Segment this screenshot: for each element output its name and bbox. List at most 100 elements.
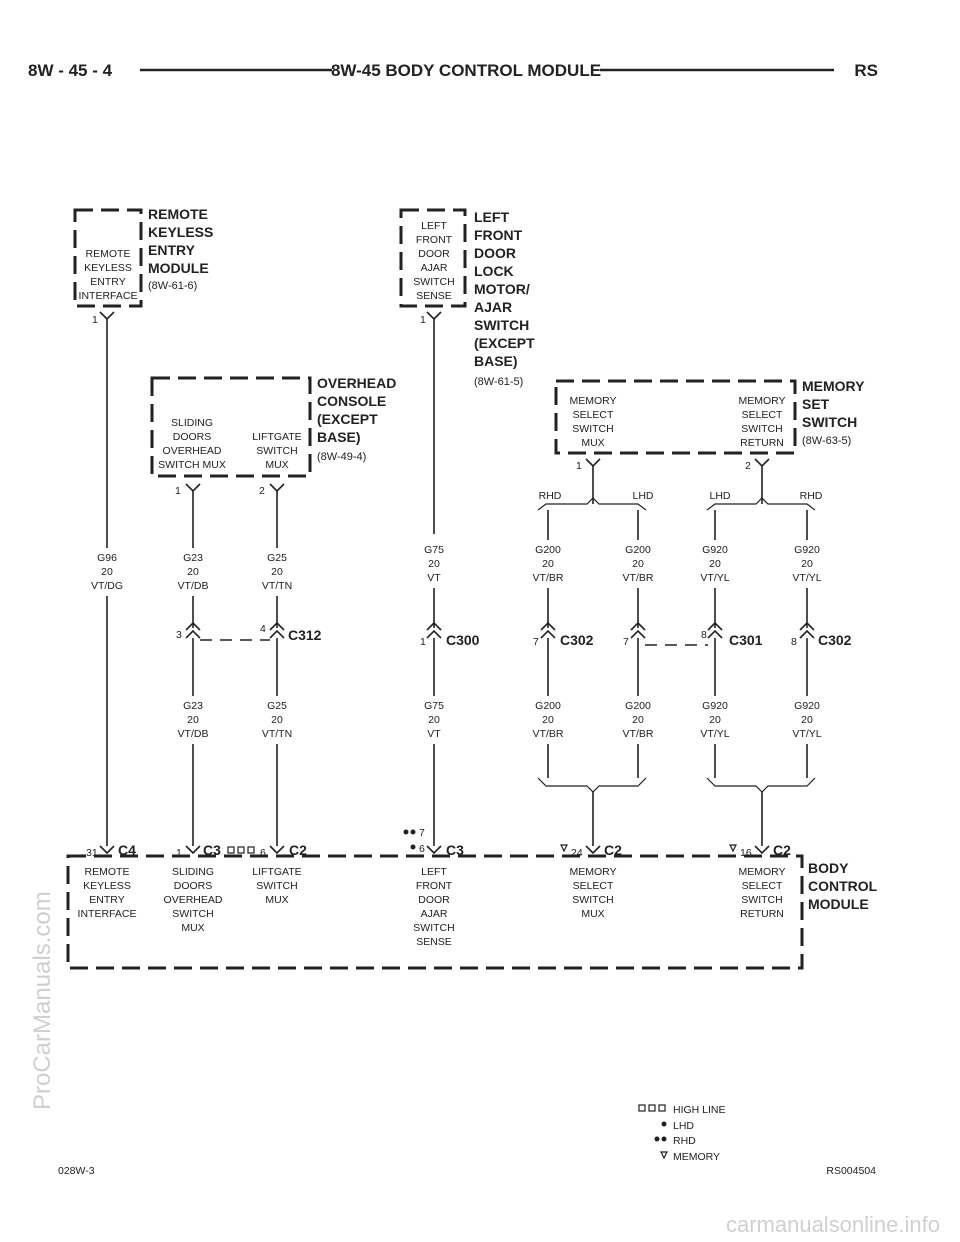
lhd-icon [410, 844, 416, 850]
svg-text:LEFT: LEFT [474, 209, 509, 225]
svg-text:REMOTE: REMOTE [86, 248, 131, 260]
branch-rhd-1: RHD [539, 490, 562, 502]
svg-text:20: 20 [428, 558, 440, 570]
footer-code-right: RS004504 [826, 1165, 876, 1177]
branch-split-2 [706, 497, 816, 511]
bcm-c2-6-name: C2 [289, 842, 307, 858]
wire-g920b-top-label: G920 20 VT/YL [792, 544, 821, 584]
legend-lhd: LHD [673, 1120, 694, 1132]
svg-text:DOORS: DOORS [173, 431, 212, 443]
branch-lhd-1: LHD [632, 490, 653, 502]
svg-text:VT/YL: VT/YL [792, 728, 821, 740]
c302a-pin: 7 [533, 636, 539, 648]
svg-text:FRONT: FRONT [416, 880, 453, 892]
svg-text:G920: G920 [702, 544, 728, 556]
legend-rhd-icon [654, 1136, 667, 1142]
overhead-inner-label-1: SLIDING DOORS OVERHEAD SWITCH MUX [158, 417, 226, 471]
svg-text:VT/BR: VT/BR [623, 572, 654, 584]
svg-text:INTERFACE: INTERFACE [78, 908, 137, 920]
svg-text:G75: G75 [424, 544, 444, 556]
bcm-box [66, 854, 804, 970]
mss-inner-label-2: MEMORY SELECT SWITCH RETURN [738, 395, 785, 449]
wire-g23-top-label: G23 20 VT/DB [178, 552, 209, 592]
svg-text:20: 20 [542, 558, 554, 570]
svg-text:OVERHEAD: OVERHEAD [317, 375, 396, 391]
c302b-symbol [799, 621, 815, 639]
memory-icon-1 [560, 844, 568, 853]
overhead-terminal-1 [185, 483, 201, 493]
svg-text:SWITCH: SWITCH [474, 317, 529, 333]
legend-lhd-icon [661, 1121, 667, 1127]
wire-g25-bottom-label: G25 20 VT/TN [262, 700, 292, 740]
svg-text:SWITCH: SWITCH [413, 922, 454, 934]
svg-text:G25: G25 [267, 700, 287, 712]
header-model: RS [854, 61, 878, 80]
svg-text:AJAR: AJAR [421, 262, 448, 274]
watermark-bottom: carmanualsonline.info [726, 1212, 940, 1237]
svg-text:LIFTGATE: LIFTGATE [252, 431, 301, 443]
svg-text:SWITCH: SWITCH [413, 276, 454, 288]
svg-text:20: 20 [271, 714, 283, 726]
wire-g96-label: G96 20 VT/DG [91, 552, 123, 592]
svg-text:G23: G23 [183, 700, 203, 712]
overhead-inner-label-2: LIFTGATE SWITCH MUX [252, 431, 301, 471]
svg-text:G200: G200 [625, 700, 651, 712]
svg-text:BODY: BODY [808, 860, 849, 876]
svg-text:SLIDING: SLIDING [172, 866, 214, 878]
svg-text:SELECT: SELECT [742, 409, 783, 421]
watermark-left: ProCarManuals.com [29, 891, 56, 1110]
bcm-c2-24-name: C2 [604, 842, 622, 858]
svg-text:SELECT: SELECT [742, 880, 783, 892]
bcm-c4-pin: 31 [86, 847, 98, 859]
bcm-terminal-c2-6 [269, 845, 285, 855]
legend: HIGH LINE LHD RHD MEMORY [638, 1104, 726, 1163]
svg-text:VT/YL: VT/YL [700, 572, 729, 584]
svg-text:20: 20 [271, 566, 283, 578]
rke-module-ref: (8W-61-6) [148, 280, 197, 292]
mss-pin-1: 1 [576, 460, 582, 472]
svg-text:ENTRY: ENTRY [148, 242, 196, 258]
bcm-c3-lfd-name: C3 [446, 842, 464, 858]
lfd-inner-label: LEFT FRONT DOOR AJAR SWITCH SENSE [413, 220, 454, 302]
svg-text:MUX: MUX [265, 894, 288, 906]
svg-text:20: 20 [542, 714, 554, 726]
svg-text:CONTROL: CONTROL [808, 878, 878, 894]
svg-text:LIFTGATE: LIFTGATE [252, 866, 301, 878]
wire-g25-top-label: G25 20 VT/TN [262, 552, 292, 592]
footer-code-left: 028W-3 [58, 1165, 95, 1177]
wire-g200a-top-label: G200 20 VT/BR [533, 544, 564, 584]
c312-symbol-a [185, 621, 201, 639]
svg-text:SENSE: SENSE [416, 936, 452, 948]
svg-text:SLIDING: SLIDING [171, 417, 213, 429]
svg-text:SWITCH: SWITCH [572, 423, 613, 435]
wire-g920a-top-label: G920 20 VT/YL [700, 544, 729, 584]
svg-text:SWITCH: SWITCH [741, 423, 782, 435]
bcm-c2-24-pin: 24 [571, 847, 583, 859]
left-front-door-box [399, 208, 467, 308]
high-line-icon [227, 846, 255, 854]
legend-rhd: RHD [673, 1135, 696, 1147]
svg-text:20: 20 [709, 714, 721, 726]
bottom-splice-1 [537, 777, 647, 793]
wire-g75-bottom-label: G75 20 VT [424, 700, 444, 740]
overhead-pin-1: 1 [175, 485, 181, 497]
svg-text:VT/BR: VT/BR [533, 572, 564, 584]
svg-text:VT: VT [427, 572, 441, 584]
c302a-name: C302 [560, 632, 594, 648]
svg-text:DOORS: DOORS [174, 880, 213, 892]
svg-text:BASE): BASE) [317, 429, 361, 445]
svg-text:20: 20 [187, 714, 199, 726]
wire-g200b-bottom-label: G200 20 VT/BR [623, 700, 654, 740]
rke-pin: 1 [92, 314, 98, 326]
svg-text:ENTRY: ENTRY [89, 894, 124, 906]
rke-module-name: REMOTE KEYLESS ENTRY MODULE [148, 206, 213, 276]
svg-text:MODULE: MODULE [808, 896, 869, 912]
svg-text:LEFT: LEFT [421, 866, 447, 878]
rke-inner-label: REMOTE KEYLESS ENTRY INTERFACE [79, 248, 138, 302]
svg-text:G200: G200 [535, 544, 561, 556]
header-page-number: 8W - 45 - 4 [28, 61, 113, 80]
svg-text:KEYLESS: KEYLESS [84, 262, 132, 274]
svg-text:RETURN: RETURN [740, 908, 784, 920]
header-title: 8W-45 BODY CONTROL MODULE [331, 61, 601, 80]
svg-text:MUX: MUX [265, 459, 288, 471]
